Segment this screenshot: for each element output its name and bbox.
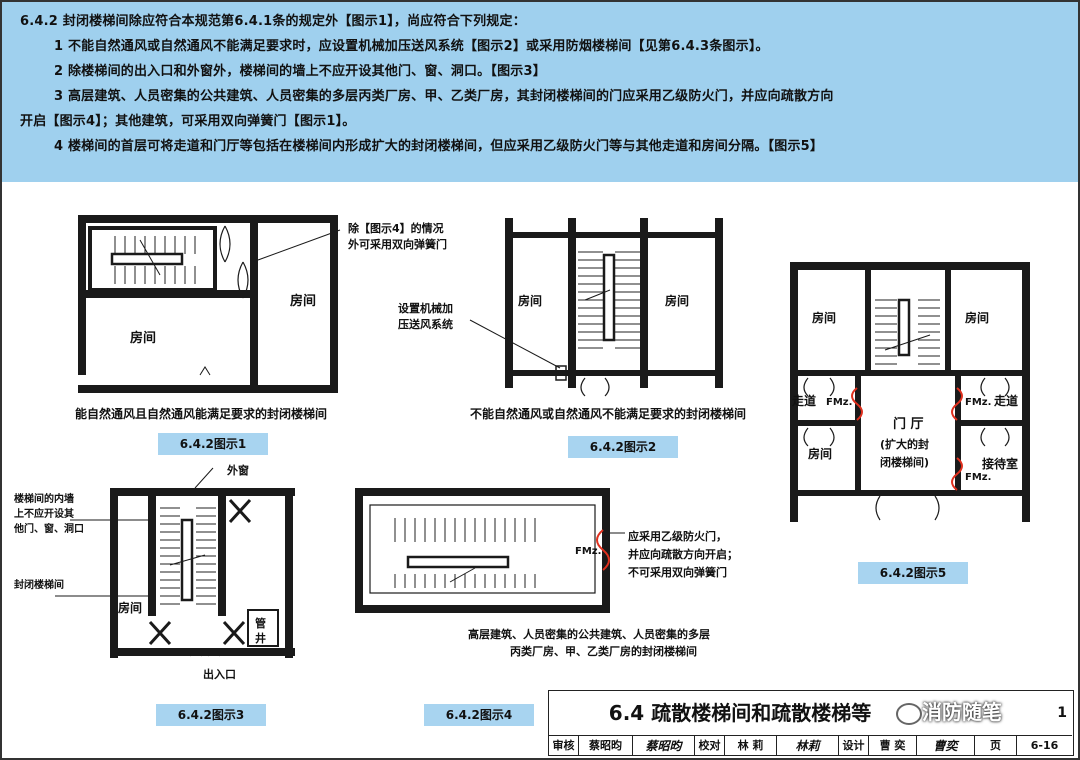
clause-item-2: 2 除楼梯间的出入口和外窗外，楼梯间的墙上不应开设其他门、窗、洞口。【图示3】 bbox=[54, 64, 546, 79]
fig2-badge: 6.4.2图示2 bbox=[568, 436, 678, 458]
fig4-badge: 6.4.2图示4 bbox=[424, 704, 534, 726]
page-label: 页 bbox=[975, 736, 1017, 756]
designer-name: 曹 奕 bbox=[869, 736, 917, 756]
fig5-room-label-2: 房间 bbox=[965, 310, 989, 325]
designer-signature: 曹奕 bbox=[917, 736, 975, 756]
fig1-note-1: 除【图示4】的情况 bbox=[348, 221, 444, 235]
title-block: 6.4 疏散楼梯间和疏散楼梯等 1 审核 蔡昭昀 蔡昭昀 校对 林 莉 林莉 设… bbox=[548, 690, 1074, 756]
checker-name: 林 莉 bbox=[725, 736, 777, 756]
fig3-note-3: 他门、窗、洞口 bbox=[13, 522, 84, 535]
fig5-door-code-3: FMz. bbox=[965, 472, 991, 483]
fig4-fire-door bbox=[596, 529, 610, 571]
signature-row: 审核 蔡昭昀 蔡昭昀 校对 林 莉 林莉 设计 曹 奕 曹奕 页 6-16 bbox=[549, 735, 1072, 756]
fig1-caption: 能自然通风且自然通风能满足要求的封闭楼梯间 bbox=[75, 406, 327, 421]
fig4-caption-2: 丙类厂房、甲、乙类厂房的封闭楼梯间 bbox=[510, 644, 697, 658]
section-title: 6.4 疏散楼梯间和疏散楼梯等 bbox=[608, 701, 872, 725]
fig5-badge: 6.4.2图示5 bbox=[858, 562, 968, 584]
figure-5-plan bbox=[790, 262, 1030, 522]
fig5-corridor-label-1: 走道 bbox=[792, 393, 816, 408]
fig3-window-label: 外窗 bbox=[226, 463, 249, 477]
fig2-caption: 不能自然通风或自然通风不能满足要求的封闭楼梯间 bbox=[470, 406, 746, 421]
review-label: 审核 bbox=[549, 736, 579, 756]
fig2-note-2: 压送风系统 bbox=[398, 317, 453, 331]
reviewer-name: 蔡昭昀 bbox=[579, 736, 633, 756]
checker-signature: 林莉 bbox=[777, 736, 839, 756]
fig3-note-2: 上不应开设其 bbox=[14, 507, 74, 520]
figure-3-plan bbox=[55, 467, 295, 658]
fig2-note-1: 设置机械加 bbox=[398, 301, 453, 315]
clause-item-3: 3 高层建筑、人员密集的公共建筑、人员密集的多层丙类厂房、甲、乙类厂房，其封闭楼… bbox=[54, 89, 834, 104]
fig5-hall-label-1: 门 厅 bbox=[893, 416, 924, 432]
fig4-caption-1: 高层建筑、人员密集的公共建筑、人员密集的多层 bbox=[468, 627, 710, 641]
fig2-room-label-2: 房间 bbox=[665, 293, 689, 308]
wechat-icon bbox=[896, 703, 922, 725]
fig3-shaft-label-2: 井 bbox=[255, 631, 266, 645]
sheet-code: 1 bbox=[1057, 705, 1067, 721]
fig1-room-label-2: 房间 bbox=[290, 293, 316, 309]
check-label: 校对 bbox=[695, 736, 725, 756]
fig4-door-code: FMz. bbox=[575, 546, 601, 557]
fig5-door-code-1: FMz. bbox=[826, 397, 852, 408]
fig5-door-code-2: FMz. bbox=[965, 397, 991, 408]
fig1-room-label-1: 房间 bbox=[130, 330, 156, 346]
fig3-room-label: 房间 bbox=[118, 600, 142, 615]
code-text-header: 6.4.2 封闭楼梯间除应符合本规范第6.4.1条的规定外【图示1】，尚应符合下… bbox=[2, 2, 1078, 182]
fig4-note-2: 并应向疏散方向开启； bbox=[628, 547, 738, 561]
figure-4-plan bbox=[355, 488, 625, 613]
fig3-entrance-label: 出入口 bbox=[203, 667, 236, 681]
figure-1-plan bbox=[78, 215, 341, 393]
clause-title: 6.4.2 封闭楼梯间除应符合本规范第6.4.1条的规定外【图示1】，尚应符合下… bbox=[20, 14, 526, 29]
fig5-hall-label-3: 闭楼梯间) bbox=[880, 455, 929, 469]
clause-item-4: 4 楼梯间的首层可将走道和门厅等包括在楼梯间内形成扩大的封闭楼梯间，但应采用乙级… bbox=[54, 139, 824, 154]
reviewer-signature: 蔡昭昀 bbox=[633, 736, 695, 756]
fig5-corridor-label-2: 走道 bbox=[994, 393, 1018, 408]
clause-item-3-cont: 开启【图示4】；其他建筑，可采用双向弹簧门【图示1】。 bbox=[20, 114, 356, 129]
fig5-room-label-1: 房间 bbox=[812, 310, 836, 325]
watermark-text: 消防随笔 bbox=[922, 700, 1002, 724]
fig1-badge: 6.4.2图示1 bbox=[158, 433, 268, 455]
fig2-room-label-1: 房间 bbox=[518, 293, 542, 308]
fig3-note-1: 楼梯间的内墙 bbox=[14, 492, 74, 505]
fig5-reception-label: 接待室 bbox=[982, 456, 1018, 471]
fig3-enclosed-label: 封闭楼梯间 bbox=[14, 578, 64, 591]
fig5-room-label-3: 房间 bbox=[808, 446, 832, 461]
fig4-note-1: 应采用乙级防火门， bbox=[628, 529, 727, 543]
fig4-note-3: 不可采用双向弹簧门 bbox=[628, 565, 727, 579]
fig5-fire-doors bbox=[851, 387, 963, 491]
fig3-shaft-label-1: 管 bbox=[255, 616, 266, 630]
clause-item-1: 1 不能自然通风或自然通风不能满足要求时，应设置机械加压送风系统【图示2】或采用… bbox=[54, 39, 769, 54]
design-label: 设计 bbox=[839, 736, 869, 756]
fig1-note-2: 外可采用双向弹簧门 bbox=[347, 237, 447, 251]
figure-2-plan bbox=[469, 218, 723, 397]
fig5-hall-label-2: (扩大的封 bbox=[880, 437, 929, 451]
fig3-badge: 6.4.2图示3 bbox=[156, 704, 266, 726]
page-number: 6-16 bbox=[1030, 739, 1059, 752]
